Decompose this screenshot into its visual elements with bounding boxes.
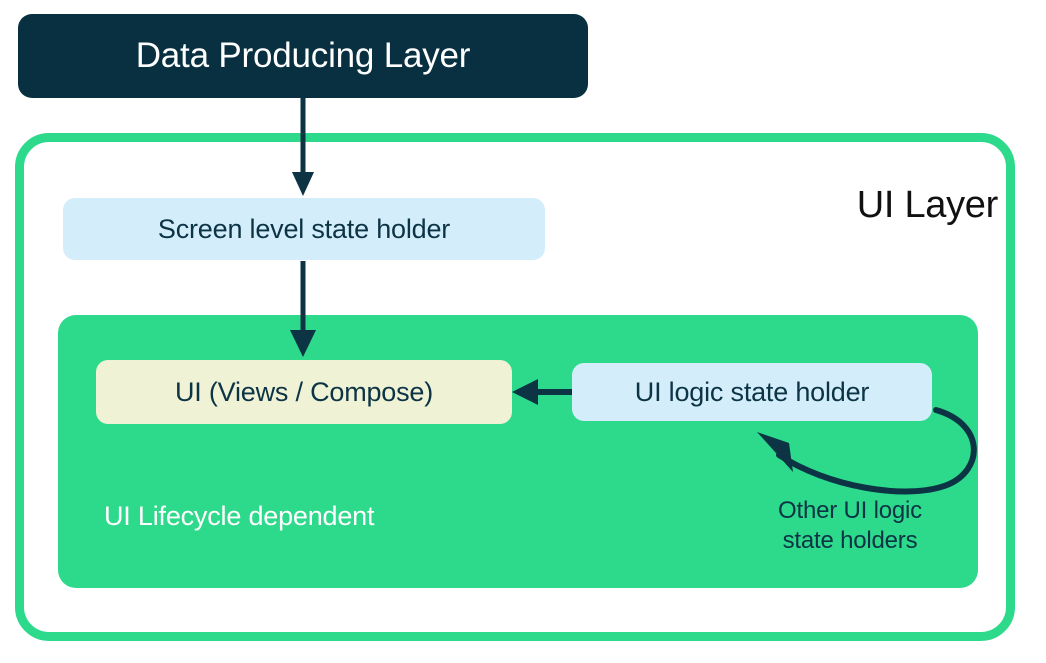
node-data-producing-layer-label: Data Producing Layer — [135, 36, 471, 75]
other-ui-logic-state-holders-line-1: Other UI logic — [778, 497, 922, 524]
node-ui-logic-state-holder-label: UI logic state holder — [634, 376, 870, 407]
ui-layer-container — [15, 133, 1015, 641]
node-screen-level-state-holder: Screen level state holder — [63, 198, 545, 260]
node-ui-views-compose-label: UI (Views / Compose) — [174, 376, 434, 407]
node-screen-level-state-holder-label: Screen level state holder — [157, 213, 451, 244]
node-ui-views-compose: UI (Views / Compose) — [96, 360, 512, 424]
ui-layer-title: UI Layer — [856, 184, 999, 226]
node-ui-logic-state-holder: UI logic state holder — [572, 363, 932, 421]
ui-lifecycle-dependent-caption: UI Lifecycle dependent — [104, 501, 375, 531]
node-data-producing-layer: Data Producing Layer — [18, 14, 588, 98]
other-ui-logic-state-holders-line-2: state holders — [782, 527, 918, 554]
other-ui-logic-state-holders-caption: Other UI logic state holders — [740, 496, 960, 556]
